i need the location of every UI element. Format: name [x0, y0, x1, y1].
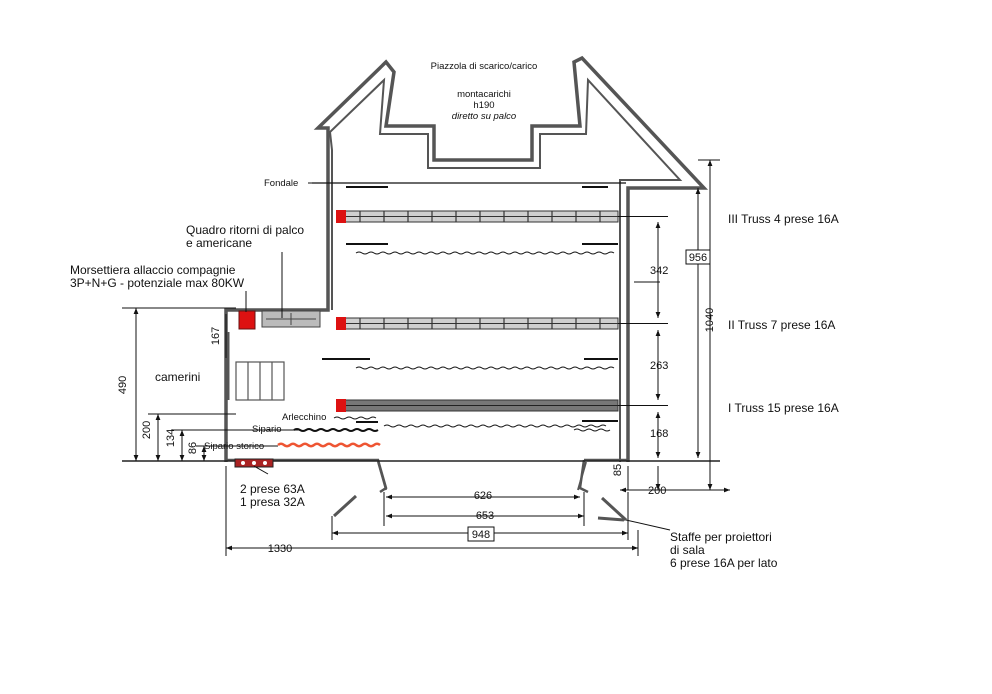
arlecchino-label: Arlecchino: [282, 412, 326, 423]
brackets-label-2: di sala: [670, 543, 705, 557]
truss-1: [336, 399, 668, 412]
brackets-label-1: Staffe per proiettori: [670, 530, 772, 544]
sockets-label-2: 1 presa 32A: [240, 495, 305, 509]
projector-brackets: [332, 494, 628, 522]
truss-1-label: I Truss 15 prese 16A: [728, 401, 839, 415]
dim-263: 263: [650, 360, 668, 372]
dim-box-956: [685, 249, 711, 265]
dim-342: 342: [650, 265, 668, 277]
stairs: [226, 332, 285, 401]
dim-85: 85: [612, 464, 624, 476]
dim-1040: 1040: [704, 308, 716, 332]
dim-490: 490: [117, 376, 129, 394]
terminal-label-1: Morsettiera allaccio compagnie: [70, 263, 236, 277]
backdrop-label: Fondale: [264, 178, 298, 189]
return-panel-label-2: e americane: [186, 236, 252, 250]
truss-3: [336, 210, 668, 223]
socket-box: [234, 458, 274, 468]
terminal-block: [238, 310, 256, 330]
lift-label-3: diretto su palco: [452, 111, 516, 122]
leader-lines: [245, 182, 671, 531]
dim-653: 653: [476, 510, 494, 522]
return-panel-label-1: Quadro ritorni di palco: [186, 223, 304, 237]
dim-134: 134: [165, 429, 177, 447]
dressing-rooms-label: camerini: [155, 370, 200, 384]
dim-box-948: [467, 526, 495, 542]
dim-956: 956: [689, 252, 707, 264]
dim-948: 948: [472, 529, 490, 541]
sipario-storico-label: Sipario storico: [204, 441, 264, 452]
dim-86: 86: [187, 442, 199, 454]
dim-168: 168: [650, 428, 668, 440]
terminal-label-2: 3P+N+G - potenziale max 80KW: [70, 276, 245, 290]
truss-3-label: III Truss 4 prese 16A: [728, 212, 839, 226]
building-walls: [122, 55, 720, 494]
brackets-label-3: 6 prese 16A per lato: [670, 556, 778, 570]
sockets-label-1: 2 prese 63A: [240, 482, 305, 496]
truss-2-label: II Truss 7 prese 16A: [728, 318, 835, 332]
return-panel: [261, 310, 321, 328]
dimension-lines: [122, 159, 730, 556]
stage-lines: [277, 182, 626, 448]
lift-label-2: h190: [473, 100, 494, 111]
dim-200-left: 200: [141, 421, 153, 439]
lift-label-1: montacarichi: [457, 89, 511, 100]
loading-area-label: Piazzola di scarico/carico: [431, 61, 538, 72]
dim-167: 167: [210, 327, 222, 345]
dim-1330: 1330: [268, 543, 292, 555]
sipario-label: Sipario: [252, 424, 282, 435]
dim-200-right: 200: [648, 485, 666, 497]
dim-626: 626: [474, 490, 492, 502]
truss-2: [336, 317, 668, 330]
